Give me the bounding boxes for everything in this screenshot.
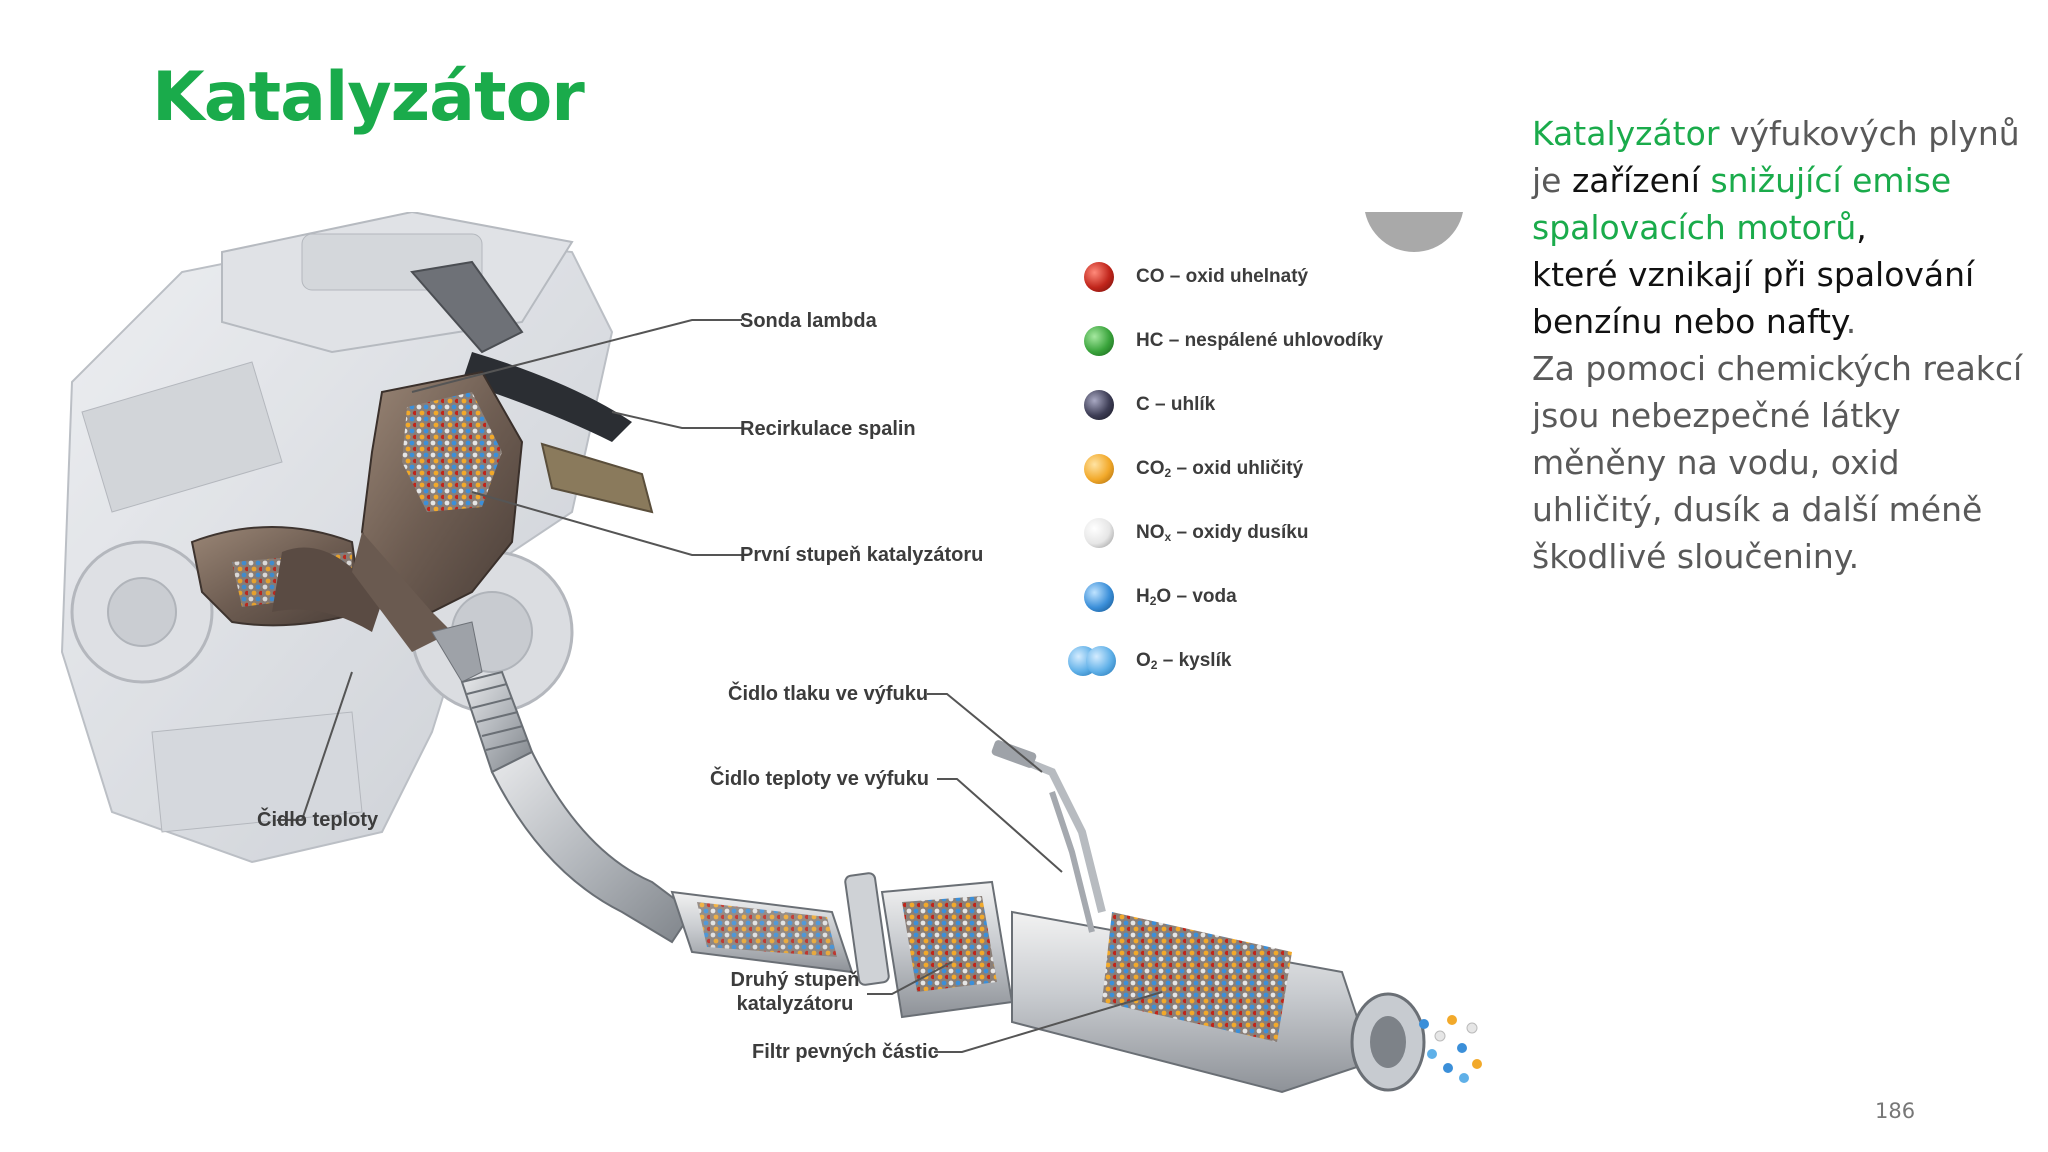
desc-term-katalyzator: Katalyzátor xyxy=(1532,114,1720,153)
co-molecule-icon xyxy=(1084,262,1114,292)
c-molecule-icon xyxy=(1084,390,1114,420)
callout-druhy-stupen-line1: Druhý stupeň xyxy=(730,969,860,991)
callout-druhy-stupen-line2: katalyzátoru xyxy=(736,993,854,1015)
catalyst-illustration: Sonda lambda Recirkulace spalin První st… xyxy=(52,212,1492,1112)
legend-item-nox: NOx – oxidy dusíku xyxy=(1084,513,1308,553)
legend-formula: H xyxy=(1136,586,1150,607)
callout-filtr-pevnych-castic: Filtr pevných částic xyxy=(752,1041,939,1063)
h2o-molecule-icon xyxy=(1084,582,1114,612)
desc-comma: , xyxy=(1856,208,1867,247)
callout-lines xyxy=(277,319,1163,1053)
legend-item-co: CO – oxid uhelnatý xyxy=(1084,257,1308,297)
callout-druhy-stupen: Druhý stupeň katalyzátoru xyxy=(730,968,860,1016)
legend-item-hc: HC – nespálené uhlovodíky xyxy=(1084,321,1383,361)
nox-molecule-icon xyxy=(1084,518,1114,548)
desc-period: . xyxy=(1845,302,1857,341)
desc-text xyxy=(1700,161,1711,200)
callout-cidlo-teploty-vyfuk: Čidlo teploty ve výfuku xyxy=(710,768,929,790)
hc-molecule-icon xyxy=(1084,326,1114,356)
callout-prvni-stupen: První stupeň katalyzátoru xyxy=(740,544,984,566)
legend-desc: O – voda xyxy=(1156,586,1237,607)
legend-formula: C xyxy=(1136,394,1150,415)
slide-title: Katalyzátor xyxy=(152,58,585,137)
legend-item-c: C – uhlík xyxy=(1084,385,1215,425)
legend-subscript: x xyxy=(1164,530,1172,544)
legend-desc: – oxidy dusíku xyxy=(1171,522,1309,543)
page-number: 186 xyxy=(1875,1099,1916,1123)
callout-sonda-lambda: Sonda lambda xyxy=(740,310,877,332)
callout-recirkulace-spalin: Recirkulace spalin xyxy=(740,418,916,440)
desc-emissions-origin: které vznikají při spalování benzínu neb… xyxy=(1532,255,1975,341)
o2-molecule-icon xyxy=(1068,646,1116,676)
legend-desc: – uhlík xyxy=(1149,394,1216,415)
desc-term-zarizeni: zařízení xyxy=(1571,161,1700,200)
exhaust-particles xyxy=(1419,1015,1482,1083)
co2-molecule-icon xyxy=(1084,454,1114,484)
callout-cidlo-teploty: Čidlo teploty xyxy=(257,809,379,831)
legend-desc: – oxid uhelnatý xyxy=(1164,266,1309,287)
legend-desc: – nespálené uhlovodíky xyxy=(1163,330,1384,351)
description-text: Katalyzátor výfukových plynů je zařízení… xyxy=(1532,110,2032,580)
legend-formula: CO xyxy=(1136,266,1165,287)
legend-subscript: 2 xyxy=(1150,658,1158,672)
desc-chemical-reactions: Za pomoci chemických reakcí jsou nebezpe… xyxy=(1532,349,2023,576)
legend-desc: – kyslík xyxy=(1157,650,1232,671)
desc-text: výfukových plynů je xyxy=(1532,114,2020,200)
legend-item-o2: O2 – kyslík xyxy=(1068,641,1231,681)
legend-formula: O xyxy=(1136,650,1151,671)
legend-formula: CO xyxy=(1136,458,1165,479)
desc-term-snizujici-emise: snižující emise spalovacích motorů xyxy=(1532,161,1952,247)
legend-desc: – oxid uhličitý xyxy=(1171,458,1304,479)
legend-formula: HC xyxy=(1136,330,1164,351)
legend-item-co2: CO2 – oxid uhličitý xyxy=(1084,449,1303,489)
legend-formula: NO xyxy=(1136,522,1165,543)
exhaust-system-drawing xyxy=(60,212,1482,1094)
legend-subscript: 2 xyxy=(1149,594,1157,608)
callout-cidlo-tlaku: Čidlo tlaku ve výfuku xyxy=(728,683,929,705)
legend-item-h2o: H2O – voda xyxy=(1084,577,1237,617)
legend-subscript: 2 xyxy=(1164,466,1172,480)
